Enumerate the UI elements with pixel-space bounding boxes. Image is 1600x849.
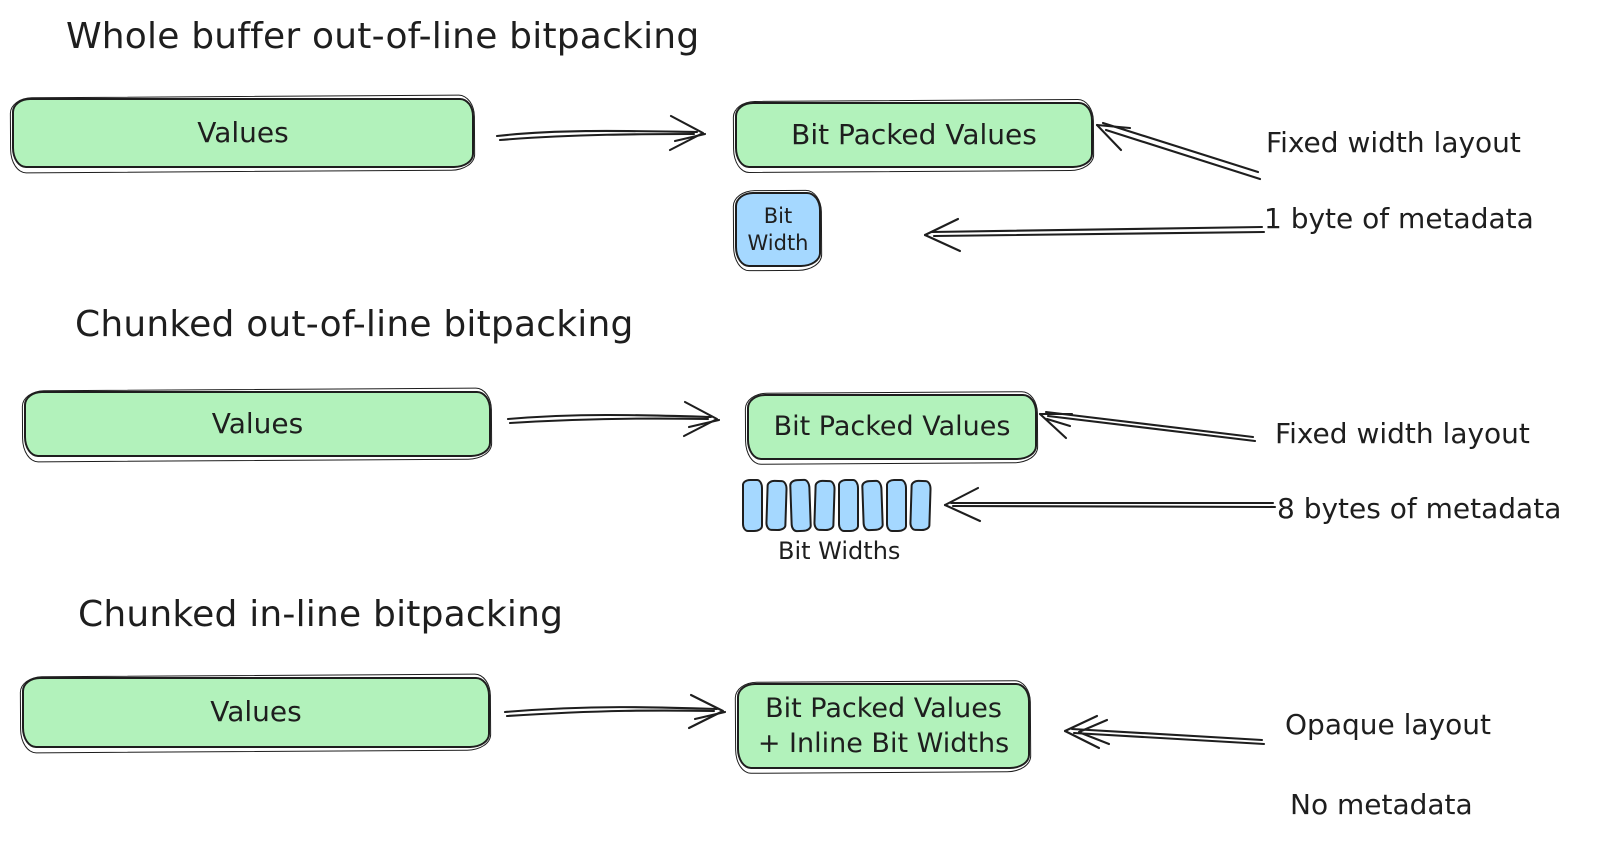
section-title: Chunked out-of-line bitpacking xyxy=(75,304,634,345)
bit-width-cell xyxy=(765,479,788,532)
arrow-up-left-icon xyxy=(1095,121,1262,181)
arrow-left-icon xyxy=(923,217,1266,253)
bit-width-label: Bit Width xyxy=(747,204,809,255)
annotation-1-byte-metadata: 1 byte of metadata xyxy=(1264,202,1534,235)
bit-width-cell xyxy=(789,478,812,533)
values-box-label: Values xyxy=(197,115,289,149)
bit-width-cell xyxy=(886,479,907,532)
bit-widths-cells xyxy=(742,478,932,533)
annotation-8-bytes-metadata: 8 bytes of metadata xyxy=(1277,492,1562,525)
values-box: Values xyxy=(12,98,474,168)
arrow-right-icon xyxy=(495,114,707,152)
bit-packed-values-label: Bit Packed Values xyxy=(791,117,1037,151)
arrow-left-icon xyxy=(943,486,1277,523)
arrow-right-icon xyxy=(503,693,727,730)
bit-width-box: Bit Width xyxy=(735,192,821,267)
values-box: Values xyxy=(22,677,490,748)
bit-packed-values-label: Bit Packed Values xyxy=(773,411,1011,443)
bit-width-cell xyxy=(742,479,763,532)
annotation-fixed-width-layout: Fixed width layout xyxy=(1266,126,1521,159)
bit-width-cell xyxy=(813,479,836,532)
annotation-opaque-layout: Opaque layout xyxy=(1285,708,1491,741)
section-title: Chunked in-line bitpacking xyxy=(78,594,564,635)
bit-width-cell xyxy=(838,479,859,532)
bit-packed-values-box: Bit Packed Values xyxy=(747,394,1037,460)
bit-width-cell xyxy=(861,479,884,532)
annotation-no-metadata: No metadata xyxy=(1290,788,1473,821)
bit-widths-label: Bit Widths xyxy=(778,537,901,565)
values-box-label: Values xyxy=(211,406,304,440)
bit-packed-values-inline-box: Bit Packed Values + Inline Bit Widths xyxy=(737,683,1030,769)
arrow-left-icon xyxy=(1063,714,1266,750)
arrow-up-left-icon xyxy=(1038,410,1257,443)
bit-packed-values-line1: Bit Packed Values xyxy=(765,692,1002,724)
arrow-right-icon xyxy=(506,400,721,438)
bit-packed-values-box: Bit Packed Values xyxy=(735,102,1093,168)
bit-width-cell xyxy=(909,479,932,532)
values-box: Values xyxy=(24,391,491,457)
annotation-fixed-width-layout: Fixed width layout xyxy=(1275,417,1530,450)
section-title: Whole buffer out-of-line bitpacking xyxy=(66,16,700,57)
inline-bit-widths-line2: + Inline Bit Widths xyxy=(757,728,1010,759)
values-box-label: Values xyxy=(210,695,302,729)
